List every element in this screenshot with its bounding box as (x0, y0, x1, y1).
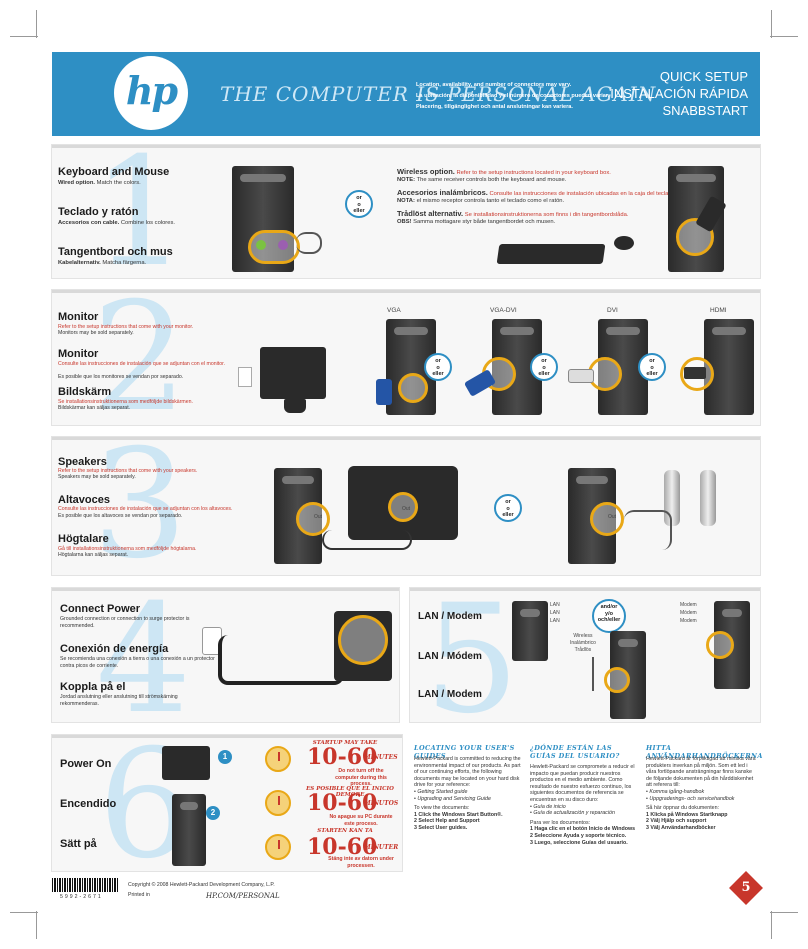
speaker-right-image (700, 470, 716, 526)
step-badge: 2 (206, 806, 220, 820)
step-number: 3 (92, 437, 188, 575)
guide-title-sv: HITTA ANVÄNDARHANDBÖCKERNA (646, 744, 763, 760)
step1-panel: 1 Keyboard and Mouse Wired option. Match… (52, 145, 760, 278)
audio-out-highlight (296, 502, 330, 536)
connector-label-vga-dvi: VGA-DVI (490, 307, 517, 314)
crop-mark (771, 10, 772, 38)
step2-title-es: Monitor (58, 348, 99, 360)
crop-mark (770, 912, 798, 913)
audio-cable (322, 530, 412, 550)
step1-title-sv: Tangentbord och mus (58, 246, 173, 258)
step4-panel: 4 Connect Power Grounded connection or c… (52, 588, 399, 722)
step4-title-en: Connect Power (60, 603, 141, 615)
step3-title-en: Speakers (58, 456, 107, 468)
step6-title-sv: Sätt på (60, 838, 97, 850)
step-number: 1 (92, 145, 188, 278)
step5-panel: 5 LAN / Modem LAN / Módem LAN / Modem LA… (410, 588, 760, 722)
step5-title-sv: LAN / Modem (418, 689, 482, 700)
header-note-sv: Placering, tillgänglighet och antal ansl… (416, 104, 573, 110)
step-badge: 1 (218, 750, 232, 764)
speaker-cable (624, 510, 672, 550)
vga-connector-image (376, 379, 392, 405)
step4-title-sv: Koppla på el (60, 681, 126, 693)
wall-outlet-image (238, 367, 252, 387)
slogan: THE COMPUTER IS PERSONAL AGAIN (220, 82, 657, 106)
header-notes: Location, availability, and number of co… (416, 80, 636, 113)
step1-title-en: Keyboard and Mouse (58, 166, 170, 178)
guide-title-es: ¿DÓNDE ESTÁN LAS GUÍAS DEL USUARIO? (530, 744, 620, 760)
hp-url: HP.COM/PERSONAL (206, 892, 280, 900)
ps2-cable (296, 232, 322, 254)
modem-port-highlight (706, 631, 734, 659)
crop-mark (10, 912, 38, 913)
crop-mark (771, 911, 772, 939)
step5-title-es: LAN / Módem (418, 651, 482, 662)
usb-port-highlight (676, 218, 714, 256)
monitor-image (162, 746, 210, 780)
copyright: Copyright © 2008 Hewlett-Packard Develop… (128, 882, 275, 888)
crop-mark (770, 36, 798, 37)
step1-title-es: Teclado y ratón (58, 206, 139, 218)
crop-mark (36, 10, 37, 38)
computer-tower-image (172, 794, 206, 866)
audio-out-highlight (590, 502, 624, 536)
hdmi-connector-image (684, 367, 706, 379)
mouse-port-icon (278, 240, 288, 250)
printed-in: Printed in (128, 892, 150, 898)
corner-number-badge: 5 (729, 871, 763, 905)
guide-title-en: LOCATING YOUR USER'S GUIDES (414, 744, 515, 760)
page-title: QUICK SETUP INSTALACIÓN RÁPIDA SNABBSTAR… (610, 69, 748, 118)
clock-icon (265, 790, 291, 816)
vga-port-highlight (398, 373, 428, 403)
step4-title-es: Conexión de energía (60, 643, 169, 655)
header-note-en: Location, availability, and number of co… (416, 82, 572, 88)
connector-label-hdmi: HDMI (710, 307, 727, 314)
clock-icon (265, 834, 291, 860)
dvi-connector-image (568, 369, 594, 383)
connector-label-vga: VGA (387, 307, 401, 314)
step-number: 5 (424, 588, 520, 722)
step2-title-en: Monitor (58, 311, 99, 323)
step6-panel: 6 Power On Encendido Sätt på 1 2 STARTUP… (52, 735, 402, 871)
step6-title-es: Encendido (60, 798, 117, 810)
clock-icon (265, 746, 291, 772)
step2-panel: 2 Monitor Refer to the setup instruction… (52, 290, 760, 425)
step-number: 4 (96, 588, 192, 722)
power-cord (218, 635, 344, 685)
barcode-number: 5992-2671 (60, 894, 103, 900)
audio-in-highlight (388, 492, 418, 522)
step6-title-en: Power On (60, 758, 112, 770)
connector-label-dvi: DVI (607, 307, 618, 314)
barcode (52, 878, 118, 892)
computer-tower-image (512, 601, 548, 661)
step-number: 2 (92, 290, 188, 425)
step3-panel: 3 Speakers Refer to the setup instructio… (52, 437, 760, 575)
monitor-stand (284, 399, 306, 413)
wireless-antenna-image (592, 657, 594, 691)
crop-mark (36, 911, 37, 939)
monitor-image (260, 347, 326, 399)
step2-title-sv: Bildskärm (58, 386, 112, 398)
power-port-highlight (338, 615, 388, 665)
wireless-keyboard-image (496, 244, 606, 264)
step3-title-es: Altavoces (58, 494, 110, 506)
antenna-port-highlight (604, 667, 630, 693)
keyboard-port-icon (256, 240, 266, 250)
hp-logo: hp (114, 56, 188, 130)
crop-mark (10, 36, 38, 37)
step3-title-sv: Högtalare (58, 533, 109, 545)
step5-title-en: LAN / Modem (418, 611, 482, 622)
wireless-mouse-image (614, 236, 634, 250)
header-banner: hp THE COMPUTER IS PERSONAL AGAIN Locati… (52, 52, 760, 136)
header-note-es: La ubicación, la disponibilidad y el núm… (416, 93, 610, 99)
